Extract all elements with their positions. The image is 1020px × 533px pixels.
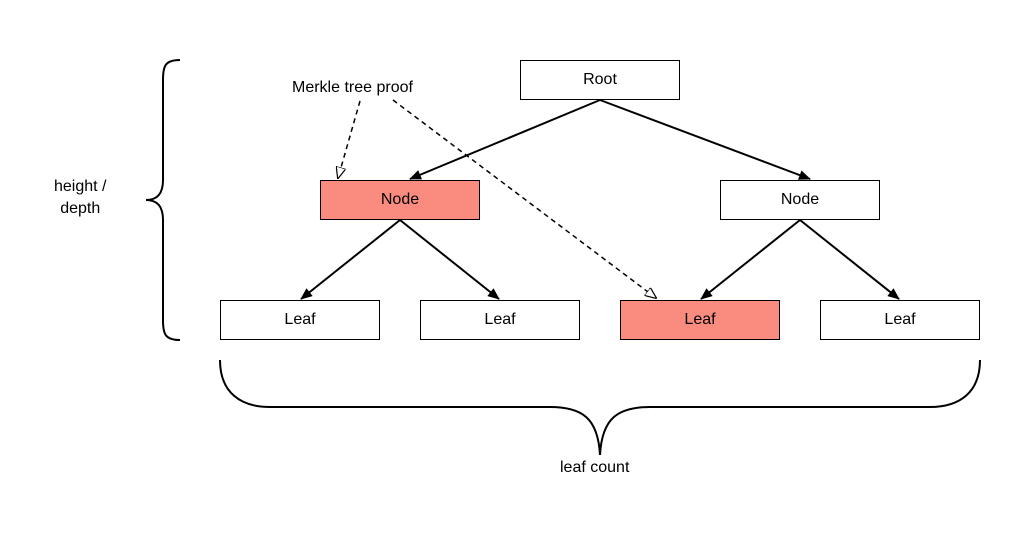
root-node: Root (520, 60, 680, 100)
edge-node-right-leaf-4 (799, 219, 900, 300)
leaf-node-4: Leaf (820, 300, 980, 340)
node-right: Node (720, 180, 880, 220)
height-brace (145, 59, 181, 341)
leaf-node-2: Leaf (420, 300, 580, 340)
leaf-count-annotation: leaf count (560, 459, 630, 476)
proof-arrow-to-leaf (392, 99, 656, 298)
edge-root-node-left (409, 99, 601, 180)
height-label-line-1: height / (54, 178, 107, 195)
height-depth-annotation: height / depth (54, 176, 106, 220)
proof-annotation: Merkle tree proof (292, 79, 413, 96)
edge-node-left-leaf-1 (300, 219, 401, 300)
leaf-node-1: Leaf (220, 300, 380, 340)
proof-arrow-to-node (338, 100, 361, 178)
edge-node-right-leaf-3 (700, 219, 801, 300)
leaf-count-brace (219, 359, 981, 456)
node-left: Node (320, 180, 480, 220)
edge-node-left-leaf-2 (399, 219, 500, 300)
height-label-line-2: depth (60, 200, 101, 217)
edge-root-node-right (599, 99, 811, 180)
leaf-node-3: Leaf (620, 300, 780, 340)
